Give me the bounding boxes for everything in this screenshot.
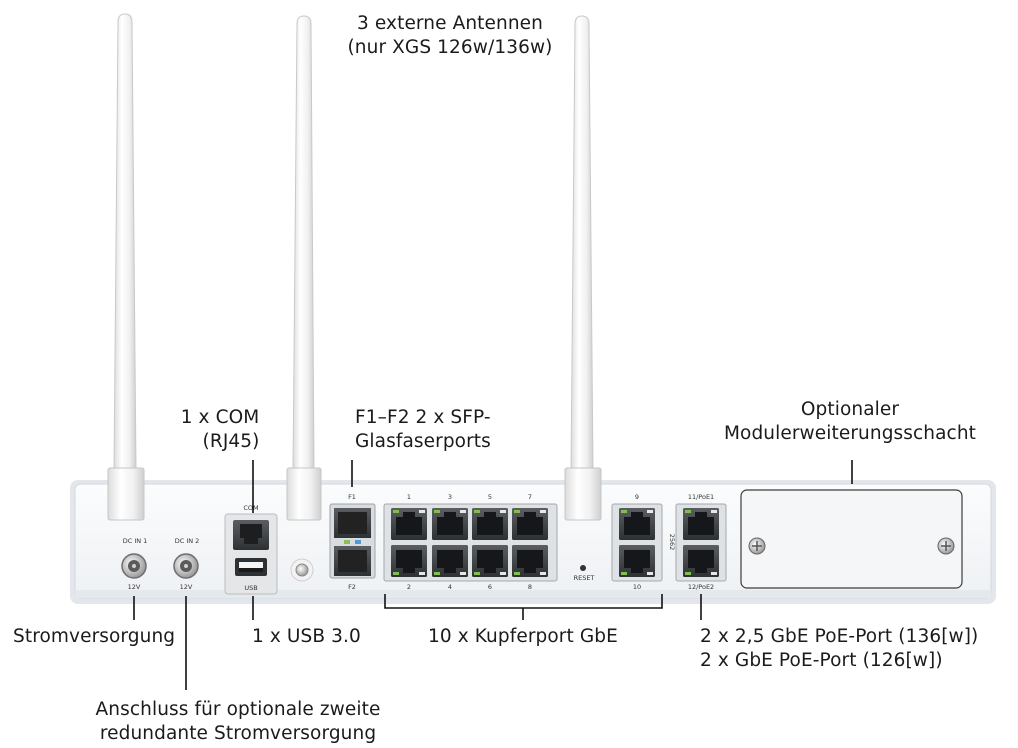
dc-in-2-voltage: 12V (180, 583, 193, 591)
rj45-jack-bottom-3 (472, 545, 508, 577)
port-2-label: 2 (407, 583, 411, 591)
poe-label-line-1: 2 x 2,5 GbE PoE-Port (136[w]) (700, 626, 979, 647)
port-10-label: 10 (633, 583, 641, 591)
port-7-label: 7 (528, 493, 532, 501)
reset-button (580, 565, 586, 571)
sfp-ports (329, 503, 376, 579)
com-label: 1 x COM (RJ45) (160, 406, 280, 454)
com-label-line-2: (RJ45) (202, 431, 260, 452)
com-port-label: COM (243, 504, 258, 512)
port-6-label: 6 (488, 583, 492, 591)
antennas-label-line-1: 3 externe Antennen (357, 13, 543, 34)
panel-text: DC IN 1 12V DC IN 2 12V COM USB F1 F2 1 … (123, 493, 714, 592)
dc-in-2-label: DC IN 2 (175, 537, 200, 545)
module-slot (740, 489, 963, 589)
rj45-jack-bottom-1 (391, 545, 427, 577)
antenna-right (564, 15, 602, 521)
sfp-label: F1–F2 2 x SFP- Glasfaserports (355, 406, 525, 454)
rj45-jack-bottom-2 (432, 545, 468, 577)
power-label: Stromversorgung (13, 626, 176, 647)
dc-in-1-voltage: 12V (128, 583, 141, 591)
dc-in-2-connector (173, 553, 199, 579)
dc-in-1-label: DC IN 1 (123, 537, 148, 545)
leader-lines (133, 460, 853, 690)
antenna-left (107, 13, 145, 521)
sfp-label-line-1: F1–F2 2 x SFP- (355, 407, 491, 428)
rj45-jack-10 (619, 545, 655, 577)
rj45-jack-bottom-4 (512, 545, 548, 577)
sfp-label-line-2: Glasfaserports (355, 431, 491, 452)
rj45-jack-top-4 (512, 508, 548, 540)
rj45-jack-11 (683, 508, 719, 540)
redundant-power-label: Anschluss für optionale zweite redundant… (88, 698, 388, 746)
rj45-jack-12 (683, 545, 719, 577)
port-9-label: 9 (635, 493, 639, 501)
port-5-label: 5 (488, 493, 492, 501)
module-label-line-1: Optionaler (800, 399, 900, 420)
antennas-label-line-2: (nur XGS 126w/136w) (347, 37, 553, 58)
com-label-line-1: 1 x COM (180, 407, 260, 428)
sfp-f2-label: F2 (348, 583, 356, 591)
redundant-power-label-line-1: Anschluss für optionale zweite (95, 699, 381, 720)
redundant-power-label-line-2: redundante Stromversorgung (99, 723, 377, 744)
poe-label: 2 x 2,5 GbE PoE-Port (136[w]) 2 x GbE Po… (700, 625, 1000, 673)
port-8-label: 8 (528, 583, 532, 591)
rj45-jack-top-2 (432, 508, 468, 540)
reset-label: RESET (574, 574, 595, 582)
com-usb-block (224, 513, 278, 595)
poe-label-line-2: 2 x GbE PoE-Port (126[w]) (700, 650, 943, 671)
port-1-label: 1 (407, 493, 411, 501)
port-11-label: 11/PoE1 (688, 493, 714, 501)
ground-screw (290, 558, 314, 582)
usb-label: 1 x USB 3.0 (252, 626, 361, 647)
antenna-middle (286, 15, 322, 521)
usb-port-label: USB (244, 584, 257, 592)
module-label-line-2: Modulerweiterungsschacht (723, 423, 977, 444)
module-label: Optionaler Modulerweiterungsschacht (710, 398, 990, 446)
antennas-label: 3 externe Antennen (nur XGS 126w/136w) (330, 12, 570, 60)
rj45-jack-top-1 (391, 508, 427, 540)
dc-in-1-connector (121, 553, 147, 579)
port-3-label: 3 (448, 493, 452, 501)
rj45-jack-9 (619, 508, 655, 540)
copper-label: 10 x Kupferport GbE (428, 626, 618, 647)
sfp-f1-label: F1 (348, 493, 356, 501)
port-12-label: 12/PoE2 (688, 583, 714, 591)
side-tag-label: 2562 (668, 534, 676, 551)
port-4-label: 4 (448, 583, 452, 591)
rj45-jack-top-3 (472, 508, 508, 540)
